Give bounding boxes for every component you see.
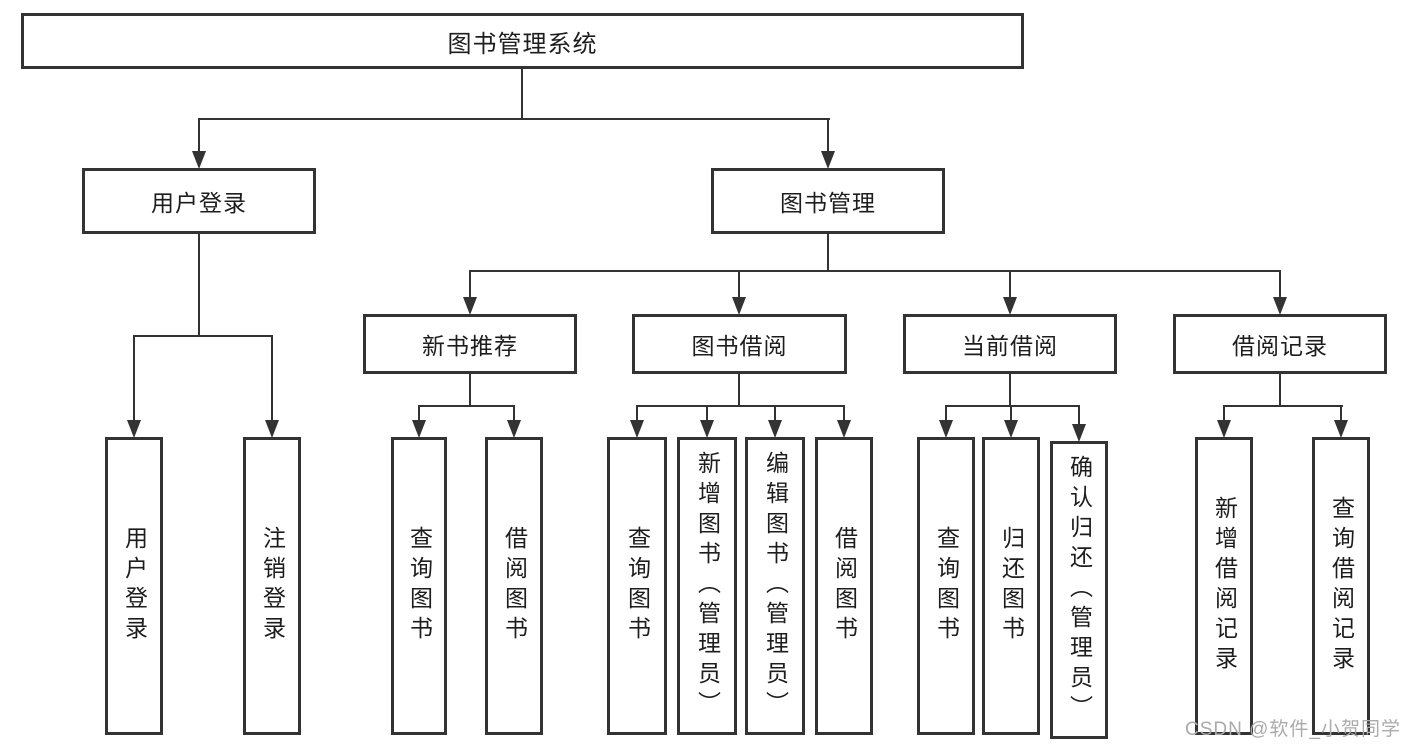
leaf-confirm-return-admin: 确认归还（管理员） — [1050, 441, 1108, 739]
connector-line — [513, 405, 515, 422]
connector-line — [945, 405, 1080, 407]
leaf-add-books-admin: 新增图书（管理员） — [677, 437, 737, 735]
leaf-label: 借阅图书 — [501, 526, 528, 646]
connector-line — [198, 234, 200, 335]
node-label: 图书管理 — [780, 190, 876, 216]
leaf-label: 查询图书 — [406, 526, 433, 646]
leaf-label: 注销登录 — [259, 526, 286, 646]
node-label: 图书管理系统 — [447, 30, 598, 58]
node-label: 新书推荐 — [422, 333, 518, 359]
leaf-query-books-recommend: 查询图书 — [391, 437, 447, 735]
node-current-borrow: 当前借阅 — [903, 314, 1117, 374]
node-book-borrow: 图书借阅 — [632, 314, 847, 374]
leaf-label: 查询图书 — [624, 526, 651, 646]
connector-line — [843, 405, 845, 422]
leaf-logout: 注销登录 — [243, 437, 301, 735]
leaf-label: 用户登录 — [121, 526, 148, 646]
connector-line — [738, 270, 740, 299]
leaf-label: 归还图书 — [998, 526, 1025, 646]
node-user-login: 用户登录 — [82, 168, 316, 234]
connector-line — [469, 270, 471, 299]
connector-line — [133, 335, 135, 422]
arrowhead-down — [630, 420, 644, 438]
connector-line — [271, 335, 273, 422]
node-new-book-recommend: 新书推荐 — [363, 314, 577, 374]
connector-line — [1223, 405, 1225, 422]
leaf-query-books-current: 查询图书 — [917, 437, 975, 735]
node-label: 当前借阅 — [962, 333, 1058, 359]
connector-line — [636, 405, 638, 422]
leaf-label: 新增图书（管理员） — [694, 451, 721, 721]
arrowhead-down — [1273, 297, 1287, 315]
leaf-add-borrow-record: 新增借阅记录 — [1195, 437, 1253, 735]
leaf-query-borrow-record: 查询借阅记录 — [1312, 437, 1370, 735]
connector-line — [198, 118, 200, 154]
node-label: 图书借阅 — [691, 333, 788, 359]
connector-line — [469, 374, 471, 405]
node-label: 用户登录 — [151, 190, 247, 216]
arrowhead-down — [507, 420, 521, 438]
arrowhead-down — [732, 297, 746, 315]
connector-line — [706, 405, 708, 422]
node-root: 图书管理系统 — [21, 13, 1024, 69]
connector-line — [133, 335, 273, 337]
connector-line — [945, 405, 947, 422]
connector-line — [198, 118, 830, 120]
arrowhead-down — [265, 420, 279, 438]
leaf-label: 新增借阅记录 — [1211, 496, 1238, 676]
connector-line — [636, 405, 845, 407]
connector-line — [1009, 270, 1011, 299]
leaf-edit-books-admin: 编辑图书（管理员） — [745, 437, 805, 735]
connector-line — [827, 118, 829, 154]
leaf-user-login: 用户登录 — [105, 437, 163, 735]
leaf-label: 查询图书 — [933, 526, 960, 646]
arrowhead-down — [1072, 424, 1086, 442]
leaf-query-books-borrow: 查询图书 — [607, 437, 667, 735]
arrowhead-down — [768, 420, 782, 438]
connector-line — [827, 234, 829, 270]
node-book-management: 图书管理 — [711, 168, 945, 234]
connector-line — [1010, 405, 1012, 422]
arrowhead-down — [700, 420, 714, 438]
csdn-watermark: CSDN @软件_小贺同学 — [1185, 719, 1401, 740]
arrowhead-down — [127, 420, 141, 438]
connector-line — [418, 405, 420, 422]
arrowhead-down — [1003, 297, 1017, 315]
leaf-return-books: 归还图书 — [982, 437, 1040, 735]
arrowhead-down — [821, 151, 835, 169]
arrowhead-down — [837, 420, 851, 438]
connector-line — [1279, 270, 1281, 299]
connector-line — [1279, 374, 1281, 405]
connector-line — [1340, 405, 1342, 422]
connector-line — [1223, 405, 1343, 407]
connector-line — [418, 405, 515, 407]
leaf-label: 编辑图书（管理员） — [762, 451, 789, 721]
leaf-borrow-books: 借阅图书 — [815, 437, 873, 735]
connector-line — [1009, 374, 1011, 405]
connector-line — [774, 405, 776, 422]
arrowhead-down — [1334, 420, 1348, 438]
connector-line — [1078, 405, 1080, 425]
arrowhead-down — [1217, 420, 1231, 438]
connector-line — [521, 69, 523, 118]
arrowhead-down — [192, 151, 206, 169]
leaf-label: 确认归还（管理员） — [1066, 455, 1093, 725]
leaf-label: 查询借阅记录 — [1328, 496, 1355, 676]
arrowhead-down — [1004, 420, 1018, 438]
connector-line — [469, 270, 1281, 272]
arrowhead-down — [939, 420, 953, 438]
connector-line — [738, 374, 740, 405]
arrowhead-down — [412, 420, 426, 438]
node-borrow-record: 借阅记录 — [1173, 314, 1387, 374]
leaf-borrow-books-recommend: 借阅图书 — [485, 437, 543, 735]
leaf-label: 借阅图书 — [831, 526, 858, 646]
node-label: 借阅记录 — [1232, 333, 1328, 359]
arrowhead-down — [463, 297, 477, 315]
